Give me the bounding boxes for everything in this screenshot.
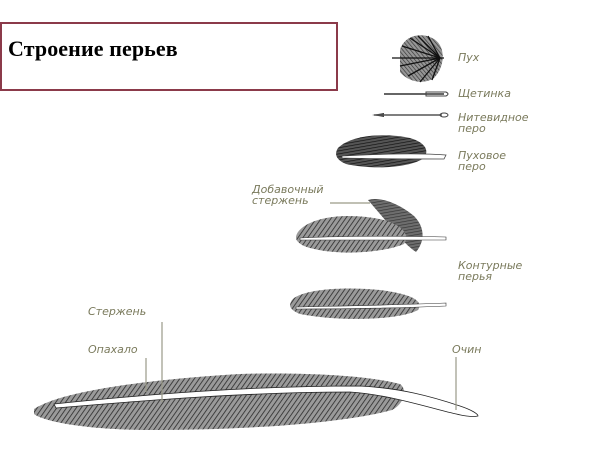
label-filoplume-line2: перо — [458, 122, 486, 135]
large-contour-feather-illustration — [34, 373, 479, 430]
label-filoplume: Нитевидное перо — [458, 112, 529, 134]
leader-lines — [145, 202, 457, 410]
filoplume-illustration — [372, 112, 449, 118]
label-calamus: Очин — [452, 343, 482, 356]
title-box: Строение перьев — [0, 22, 338, 91]
label-aftershaft-line2: стержень — [252, 194, 309, 207]
down-feather-illustration — [392, 35, 444, 83]
label-filoplume-line1: Нитевидное — [458, 111, 529, 124]
label-down: Пух — [458, 51, 480, 64]
label-semiplume-line1: Пуховое — [458, 149, 507, 162]
label-aftershaft: Добавочный стержень — [252, 184, 324, 206]
bristle-illustration — [384, 91, 449, 97]
label-aftershaft-line1: Добавочный — [252, 183, 324, 196]
label-contour-line1: Контурные — [458, 259, 523, 272]
semiplume-illustration — [336, 135, 447, 168]
label-vane: Опахало — [88, 343, 138, 356]
label-contour-line2: перья — [458, 270, 493, 283]
aftershaft-feather-illustration — [296, 198, 447, 253]
label-semiplume-line2: перо — [458, 160, 486, 173]
label-rachis: Стержень — [88, 305, 147, 318]
label-semiplume: Пуховое перо — [458, 150, 506, 172]
label-contour: Контурные перья — [458, 260, 522, 282]
page-title: Строение перьев — [8, 36, 178, 61]
contour-feather-small-illustration — [290, 288, 447, 319]
label-bristle: Щетинка — [458, 87, 511, 100]
